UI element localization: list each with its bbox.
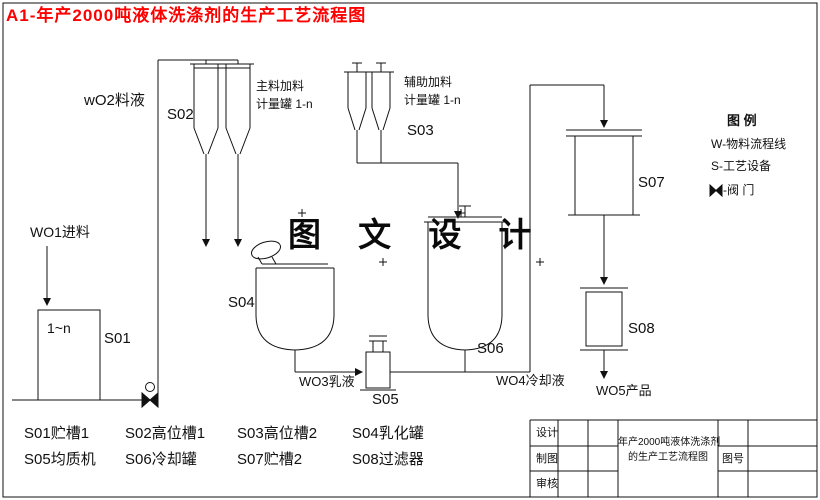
s04-tag: S04 [228, 294, 255, 311]
s05-tag: S05 [372, 391, 399, 408]
titleblock-drawing-no-label: 图号 [722, 453, 744, 465]
wo1-feed-label: WO1进料 [30, 224, 90, 240]
legend-valve: -阀 门 [723, 183, 755, 197]
titleblock-review-label: 审核 [536, 478, 558, 490]
main-feed-note-line2: 计量罐 1-n [256, 97, 313, 111]
s06-cooling-tank [424, 205, 506, 372]
s02-tag: S02 [167, 106, 194, 123]
page-title: A1-年产2000吨液体洗涤剂的生产工艺流程图 [6, 6, 367, 25]
titleblock-draft-label: 制图 [536, 453, 558, 465]
s04-agitator-motor-icon [251, 240, 281, 260]
wo3-label: WO3乳液 [299, 374, 355, 389]
aux-feed-note-line1: 辅助加料 [404, 75, 453, 89]
title-block-grid [529, 419, 817, 497]
legend-title: 图 例 [727, 113, 757, 128]
s01-count-label: 1~n [47, 320, 71, 336]
equipment-list-item: S05均质机 [24, 451, 96, 468]
transfer-line-to-s07 [390, 84, 608, 373]
s02-hoppers [190, 63, 254, 247]
equipment-list-item: S07贮槽2 [237, 451, 303, 468]
s04-reactor [251, 240, 335, 372]
equipment-list-item: S02高位槽1 [125, 425, 206, 442]
pump-valve-icon [141, 391, 159, 409]
s01-tag: S01 [104, 330, 131, 347]
legend-equipment: S-工艺设备 [711, 159, 772, 173]
equipment-list-item: S03高位槽2 [237, 425, 318, 442]
s03-hoppers [344, 62, 462, 219]
s08-filter [580, 287, 628, 379]
wo4-label: WO4冷却液 [496, 373, 565, 388]
legend-material-line: W-物料流程线 [711, 137, 787, 151]
aux-feed-note-line2: 计量罐 1-n [404, 93, 461, 107]
s08-tag: S08 [628, 320, 655, 337]
watermark-text: 图 文 设 计 [288, 216, 546, 253]
main-feed-note-line1: 主料加料 [256, 79, 305, 93]
titleblock-design-label: 设计 [536, 427, 558, 439]
s06-tag: S06 [477, 340, 504, 357]
s05-homogenizer [360, 335, 396, 391]
s07-storage-tank [566, 129, 642, 285]
equipment-list-item: S04乳化罐 [352, 425, 424, 442]
s07-tag: S07 [638, 174, 665, 191]
valve-icon [709, 183, 723, 198]
equipment-list-item: S01贮槽1 [24, 425, 90, 442]
equipment-list-item: S06冷却罐 [125, 451, 197, 468]
wo2-feed-label: wO2料液 [84, 92, 145, 109]
s01-outlet-line-and-valve [12, 59, 239, 409]
watermark-ticks [298, 209, 544, 266]
titleblock-drawing-title-line2: 的生产工艺流程图 [628, 452, 708, 463]
s03-tag: S03 [407, 122, 434, 139]
titleblock-drawing-title-line1: 年产2000吨液体洗涤剂 [618, 437, 721, 448]
wo5-label: WO5产品 [596, 383, 652, 398]
equipment-list-item: S08过滤器 [352, 451, 424, 468]
